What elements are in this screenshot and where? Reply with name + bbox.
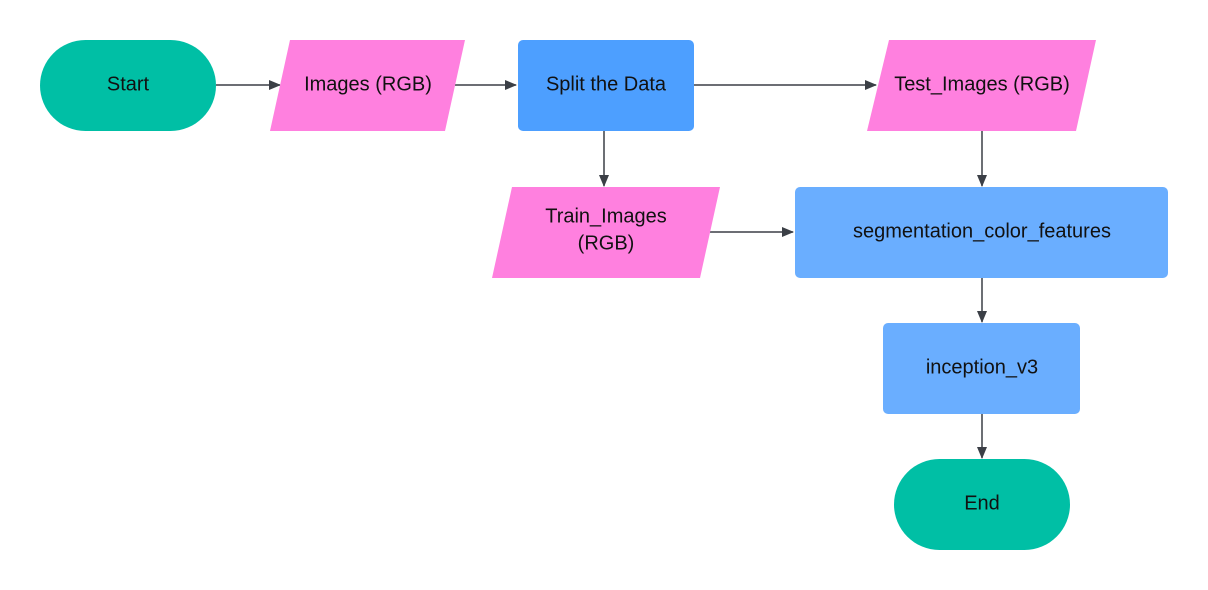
end-shape [894,459,1070,550]
end-node[interactable]: End [894,459,1070,550]
inception-node[interactable]: inception_v3 [883,323,1080,414]
train-images-label-line2: (RGB) [578,232,635,254]
segmentation-node[interactable]: segmentation_color_features [795,187,1168,278]
end-label: End [964,492,1000,514]
train-images-label-line1: Train_Images [545,205,667,227]
split-data-label: Split the Data [546,73,667,95]
start-shape [40,40,216,131]
start-label: Start [107,73,150,95]
test-images-shape [867,40,1096,131]
images-rgb-shape [270,40,465,131]
split-data-node[interactable]: Split the Data [518,40,694,131]
test-images-node[interactable]: Test_Images (RGB) [867,40,1096,131]
train-images-node[interactable]: Train_Images (RGB) [492,187,720,278]
edges [216,80,987,459]
segmentation-label: segmentation_color_features [853,220,1111,242]
images-rgb-label: Images (RGB) [304,73,432,95]
train-images-shape [492,187,720,278]
images-rgb-node[interactable]: Images (RGB) [270,40,465,131]
inception-label: inception_v3 [926,356,1038,378]
segmentation-shape [795,187,1168,278]
start-node[interactable]: Start [40,40,216,131]
split-data-shape [518,40,694,131]
inception-shape [883,323,1080,414]
test-images-label: Test_Images (RGB) [894,73,1070,95]
